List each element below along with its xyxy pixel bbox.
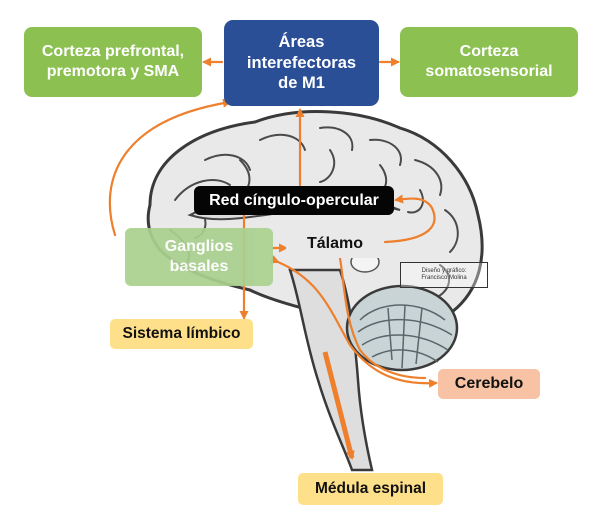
red-cingulo-opercular-box: Red cíngulo-opercular	[194, 186, 394, 215]
corteza-somatosensorial-line-1: Corteza	[459, 43, 519, 60]
arrow-talamo-loop	[383, 194, 436, 244]
cerebelo-box: Cerebelo	[438, 369, 540, 399]
design-credit-line-1: Diseño y gráfico:	[421, 267, 467, 274]
areas-m1-line-3: de M1	[278, 74, 325, 93]
ganglios-basales-box: Ganglios basales	[125, 228, 273, 286]
corteza-somatosensorial-line-2: somatosensorial	[425, 63, 553, 80]
ganglios-basales-line-1: Ganglios	[164, 238, 234, 255]
sistema-limbico-box: Sistema límbico	[110, 319, 253, 349]
red-cingulo-opercular-label: Red cíngulo-opercular	[209, 191, 379, 209]
cerebelo-label: Cerebelo	[454, 375, 524, 392]
medula-espinal-box: Médula espinal	[298, 473, 443, 505]
medula-espinal-label: Médula espinal	[314, 480, 427, 498]
corteza-prefrontal-line-1: Corteza prefrontal,	[41, 43, 185, 60]
design-credit: Diseño y gráfico: Francisco Molina	[400, 262, 488, 288]
arrow-talamo-cerebelo	[269, 255, 438, 388]
arrow-talamo-cerebelo-2	[338, 256, 427, 380]
arrow-ganglios-m1	[108, 98, 232, 237]
areas-m1-line-1: Áreas	[278, 33, 325, 52]
arrow-medula	[322, 351, 355, 460]
corteza-prefrontal-box: Corteza prefrontal, premotora y SMA	[24, 27, 202, 97]
ganglios-basales-line-2: basales	[169, 258, 229, 275]
talamo-box: Tálamo	[286, 229, 384, 258]
sistema-limbico-label: Sistema límbico	[122, 325, 241, 343]
talamo-label: Tálamo	[306, 234, 363, 252]
corteza-somatosensorial-box: Corteza somatosensorial	[400, 27, 578, 97]
design-credit-line-2: Francisco Molina	[421, 275, 467, 281]
areas-m1-box: Áreas interefectoras de M1	[224, 20, 379, 106]
areas-m1-line-2: interefectoras	[246, 53, 357, 72]
corteza-prefrontal-line-2: premotora y SMA	[46, 63, 180, 80]
